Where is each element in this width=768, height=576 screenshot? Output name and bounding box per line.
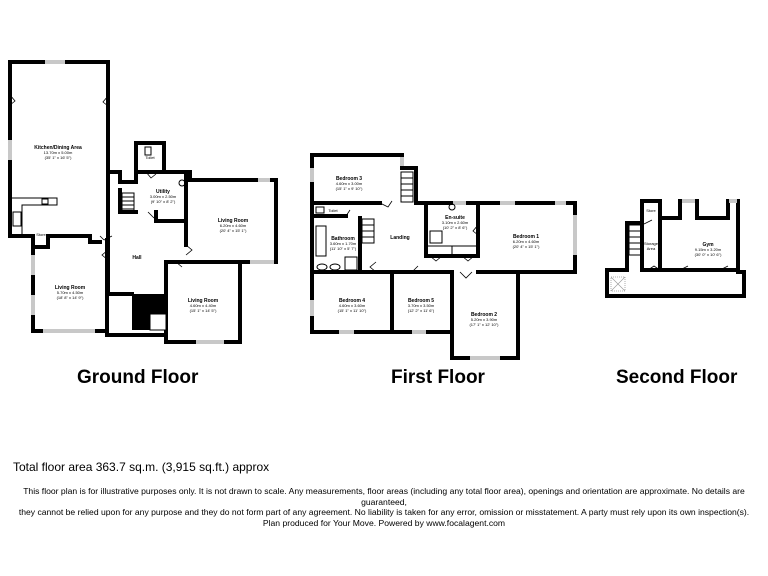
room-dims-imperial: (17' 1" x 12' 10")	[469, 322, 499, 327]
room-label-bedroom-2: Bedroom 2	[471, 312, 497, 318]
floor-title-second: Second Floor	[616, 367, 738, 388]
second-floor-plan: Store Storage Area Gym 9.15m x 3.20m (30…	[605, 199, 746, 298]
room-label-gym: Gym	[702, 242, 714, 248]
room-label-bathroom: Bathroom	[331, 236, 355, 242]
room-dims-imperial: (20' 4" x 15' 1")	[220, 228, 247, 233]
room-dims-imperial: (10' 2" x 8' 6")	[443, 225, 468, 230]
room-dims-imperial: (30' 0" x 10' 6")	[695, 252, 722, 257]
room-dims-metric: 6.20m x 4.60m	[220, 223, 247, 228]
room-dims-metric: 3.60m x 1.70m	[330, 241, 357, 246]
room-dims-metric: 5.20m x 3.90m	[471, 317, 498, 322]
room-label-storage: Storage	[644, 241, 659, 246]
room-label-toilet: Toilet	[328, 208, 338, 213]
room-label-store: Store	[36, 232, 46, 237]
room-dims-metric: 4.60m x 3.60m	[339, 303, 366, 308]
room-dims-metric: 3.10m x 2.60m	[442, 220, 469, 225]
room-dims-metric: 4.60m x 3.00m	[336, 181, 363, 186]
room-dims-metric: 3.00m x 2.50m	[150, 194, 177, 199]
room-label-living-room-south: Living Room	[188, 298, 219, 304]
room-dims-imperial: (20' 4" x 15' 1")	[513, 244, 540, 249]
room-label-en-suite: En-suite	[445, 215, 465, 221]
total-floor-area: Total floor area 363.7 sq.m. (3,915 sq.f…	[13, 460, 270, 474]
room-dims-imperial: (18' 8" x 14' 9")	[57, 295, 84, 300]
ground-floor-plan: Kitchen/Dining Area 13.70m x 5.00m (35' …	[8, 60, 278, 344]
room-label-toilet: Toilet	[145, 155, 155, 160]
first-floor-plan: Bedroom 3 4.60m x 3.00m (15' 1" x 9' 10"…	[310, 153, 577, 360]
room-label-living-room-west: Living Room	[55, 285, 86, 291]
floor-title-first: First Floor	[391, 367, 485, 388]
room-label-store: Store	[646, 208, 656, 213]
room-dims-metric: 9.15m x 3.20m	[695, 247, 722, 252]
room-dims-metric: 13.70m x 5.00m	[44, 150, 73, 155]
room-label-landing: Landing	[390, 235, 409, 241]
room-dims-metric: 3.70m x 3.50m	[408, 303, 435, 308]
room-dims-metric: 4.60m x 4.40m	[190, 303, 217, 308]
room-dims-imperial: (15' 1" x 14' 5")	[190, 308, 217, 313]
disclaimer: This floor plan is for illustrative purp…	[0, 486, 768, 528]
disclaimer-line-1: This floor plan is for illustrative purp…	[23, 486, 745, 507]
room-dims-imperial: (15' 1" x 9' 10")	[336, 186, 363, 191]
room-label-storage-area: Area	[647, 246, 656, 251]
room-label-bedroom-3: Bedroom 3	[336, 176, 362, 182]
room-dims-metric: 6.20m x 4.60m	[513, 239, 540, 244]
disclaimer-line-3: Plan produced for Your Move. Powered by …	[262, 517, 506, 528]
room-label-bedroom-5: Bedroom 5	[408, 298, 434, 304]
room-label-bedroom-4: Bedroom 4	[339, 298, 365, 304]
room-dims-imperial: (12' 2" x 11' 6")	[408, 308, 435, 313]
room-label-bedroom-1: Bedroom 1	[513, 234, 539, 240]
room-label-living-room-east: Living Room	[218, 218, 249, 224]
room-label-kitchen-dining: Kitchen/Dining Area	[34, 145, 82, 151]
room-dims-imperial: (15' 1" x 11' 10")	[338, 308, 367, 313]
room-dims-imperial: (9' 10" x 8' 2")	[151, 199, 176, 204]
room-dims-metric: 5.70m x 4.50m	[57, 290, 84, 295]
floor-title-ground: Ground Floor	[77, 367, 199, 388]
room-dims-imperial: (35' 1" x 16' 5")	[45, 155, 72, 160]
disclaimer-line-2: they cannot be relied upon for any purpo…	[18, 507, 750, 517]
room-label-hall: Hall	[132, 255, 142, 261]
room-label-utility: Utility	[156, 189, 170, 195]
room-dims-imperial: (11' 10" x 5' 7")	[330, 246, 357, 251]
